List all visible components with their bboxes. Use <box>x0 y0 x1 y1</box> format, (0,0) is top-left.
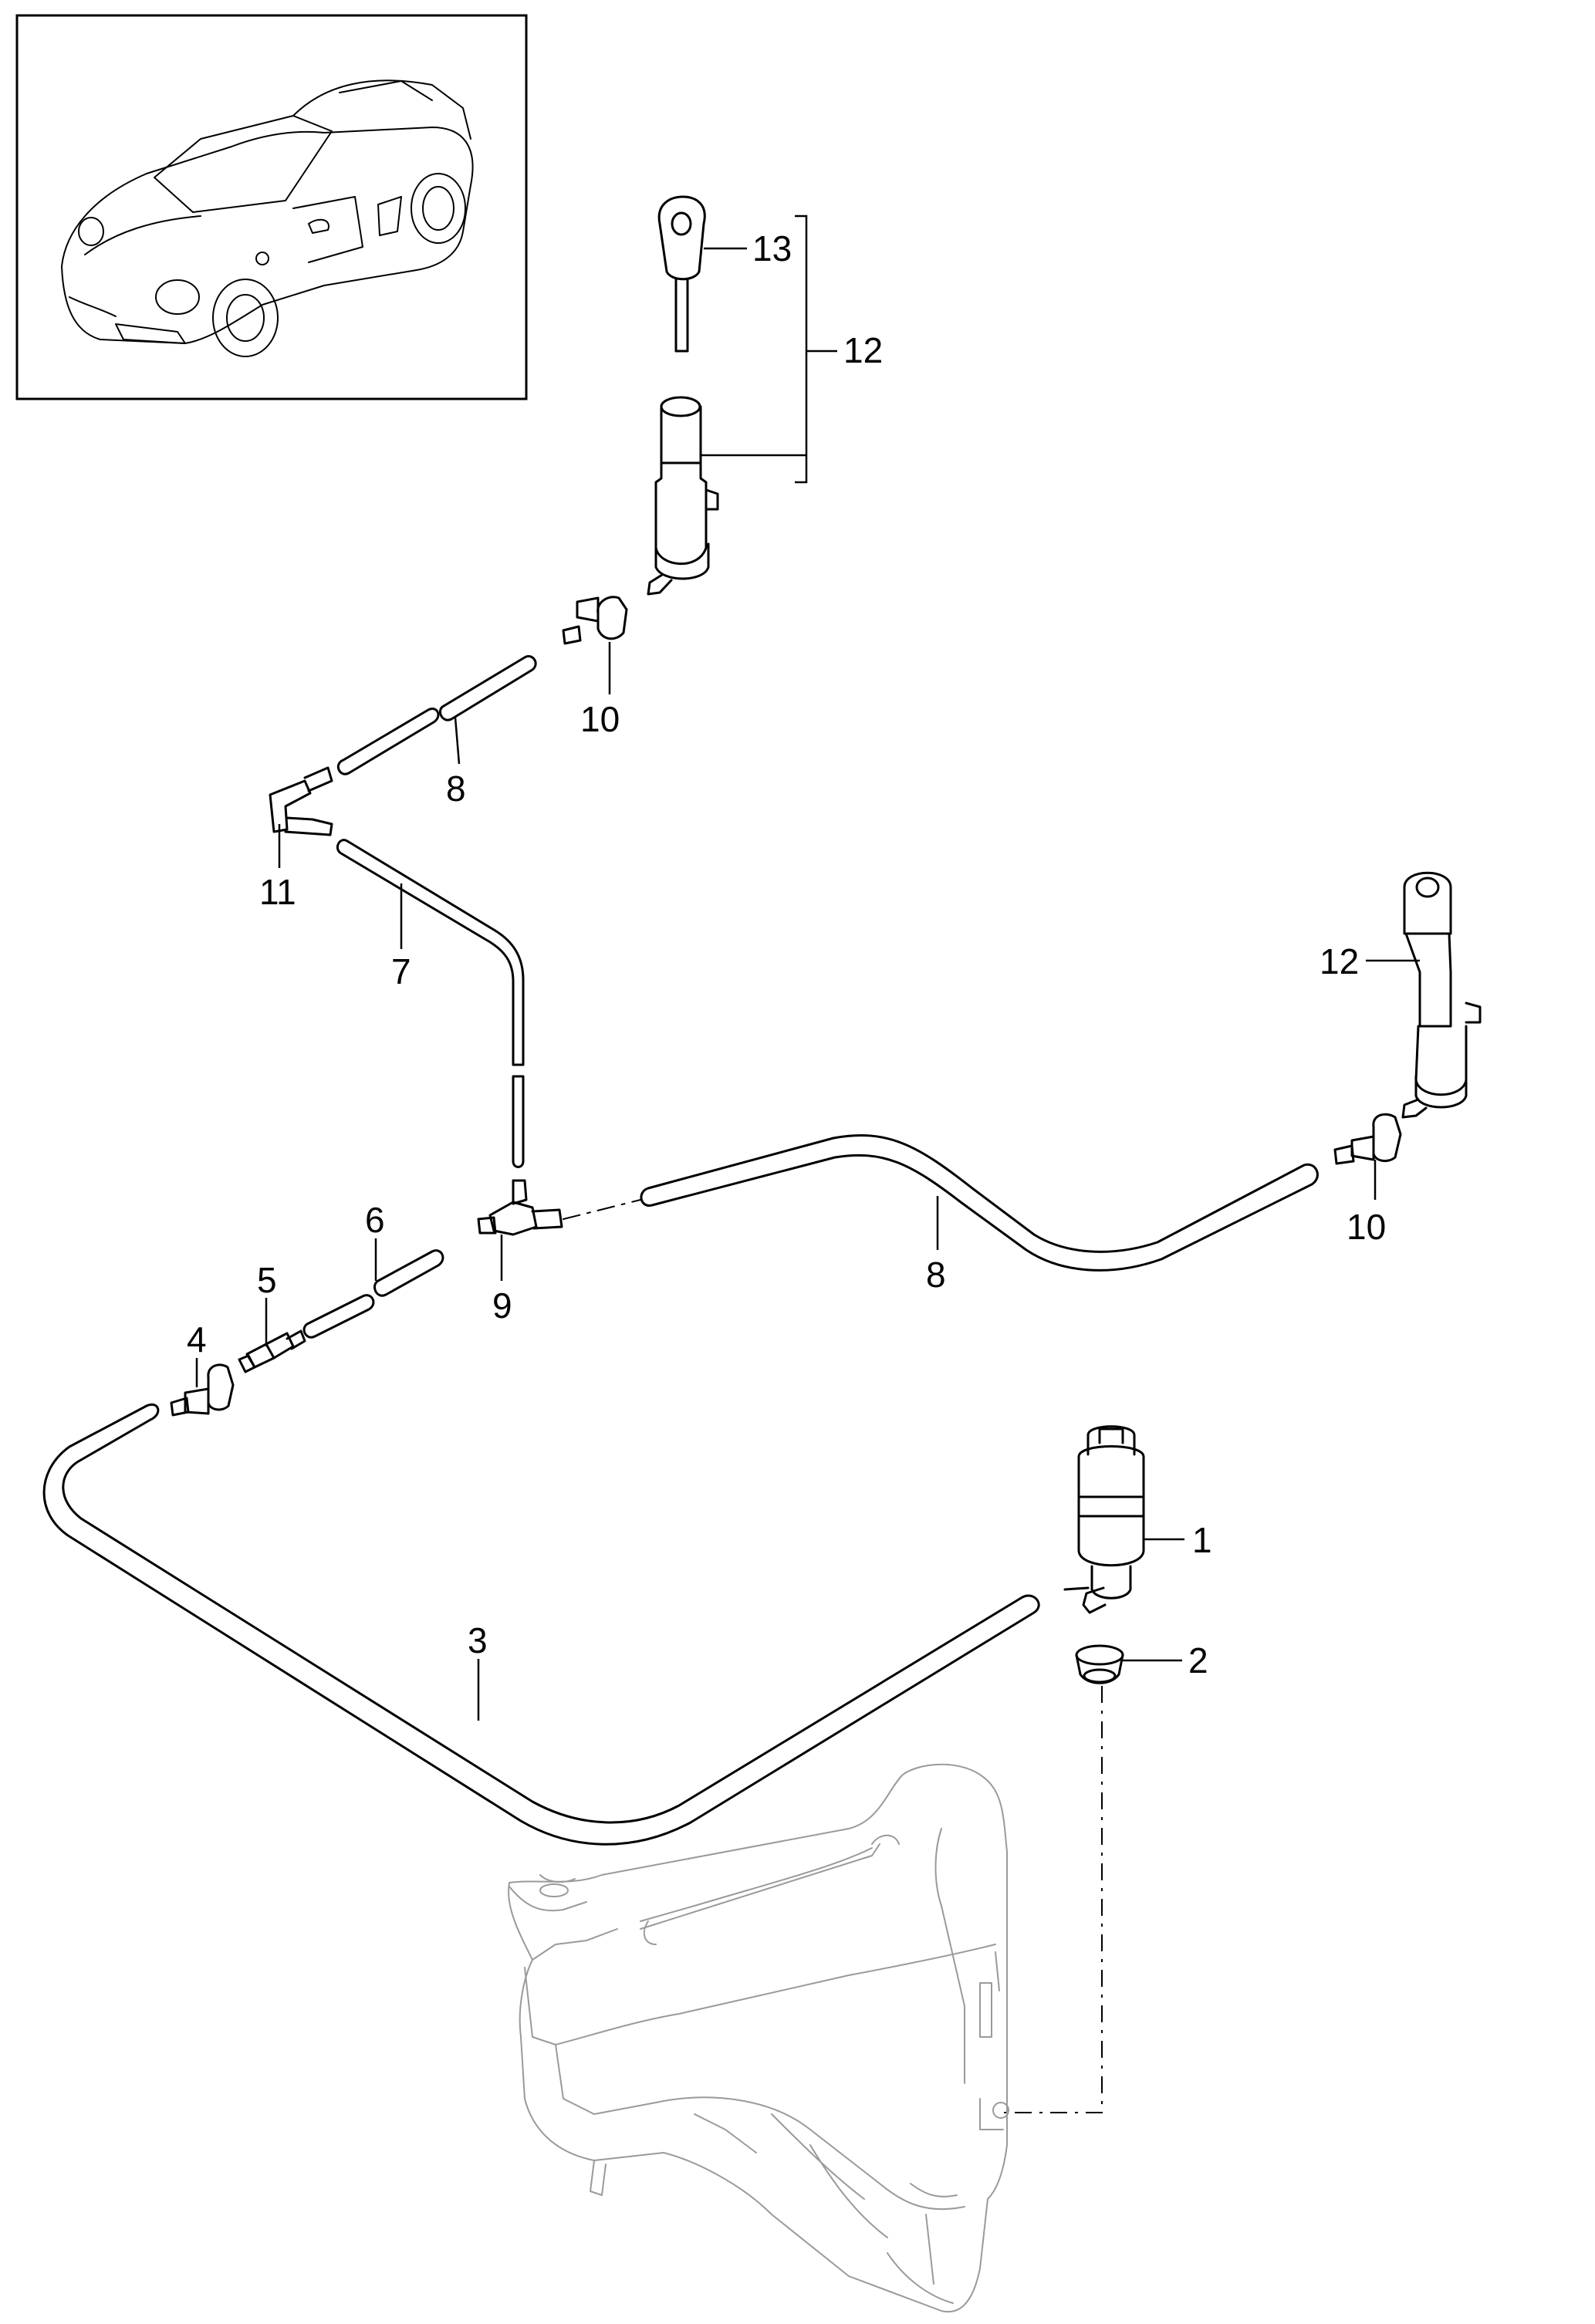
part-9-t-connector <box>477 1179 563 1236</box>
part-2-grommet <box>1075 1644 1124 1684</box>
part-12-nozzle-upper <box>647 396 719 596</box>
part-10-check-valve-right <box>1333 1113 1402 1165</box>
part-13-cap <box>657 195 706 353</box>
callout-8-long: 8 <box>926 1255 946 1295</box>
callout-8-upper: 8 <box>446 768 466 809</box>
installation-line <box>1003 1686 1103 2113</box>
part-12-nozzle-right <box>1401 871 1482 1119</box>
part-8-hose-long <box>563 1133 1319 1272</box>
callout-11: 11 <box>259 872 296 912</box>
callout-12-upper: 12 <box>843 330 883 370</box>
part-11-elbow <box>269 766 333 836</box>
washer-reservoir <box>508 1763 1009 2313</box>
leader-lines <box>195 247 1420 1721</box>
callout-10-right: 10 <box>1347 1207 1386 1247</box>
vehicle-thumbnail <box>15 14 528 400</box>
callout-13: 13 <box>752 228 792 269</box>
callout-1: 1 <box>1192 1520 1212 1560</box>
part-6-hose <box>302 1249 444 1339</box>
callout-9: 9 <box>492 1285 512 1326</box>
callout-labels: 13 12 10 8 11 7 12 10 8 9 6 5 4 1 2 3 <box>187 228 1386 1681</box>
part-7-hose <box>336 839 525 1168</box>
callout-6: 6 <box>365 1200 385 1240</box>
part-1-pump <box>1063 1425 1145 1614</box>
callout-12-right: 12 <box>1320 941 1359 981</box>
callout-10-upper: 10 <box>580 699 620 739</box>
part-8-hose-upper <box>336 655 537 775</box>
callout-2: 2 <box>1188 1640 1208 1681</box>
callout-5: 5 <box>257 1260 277 1300</box>
callout-7: 7 <box>391 951 411 991</box>
callout-4: 4 <box>187 1319 207 1360</box>
part-4-valve <box>170 1363 235 1417</box>
part-3-hose <box>42 1403 1040 1846</box>
part-10-check-valve-upper <box>562 596 628 645</box>
callout-3: 3 <box>468 1620 488 1660</box>
bracket-12-upper <box>701 214 837 484</box>
part-5-connector <box>238 1329 306 1373</box>
